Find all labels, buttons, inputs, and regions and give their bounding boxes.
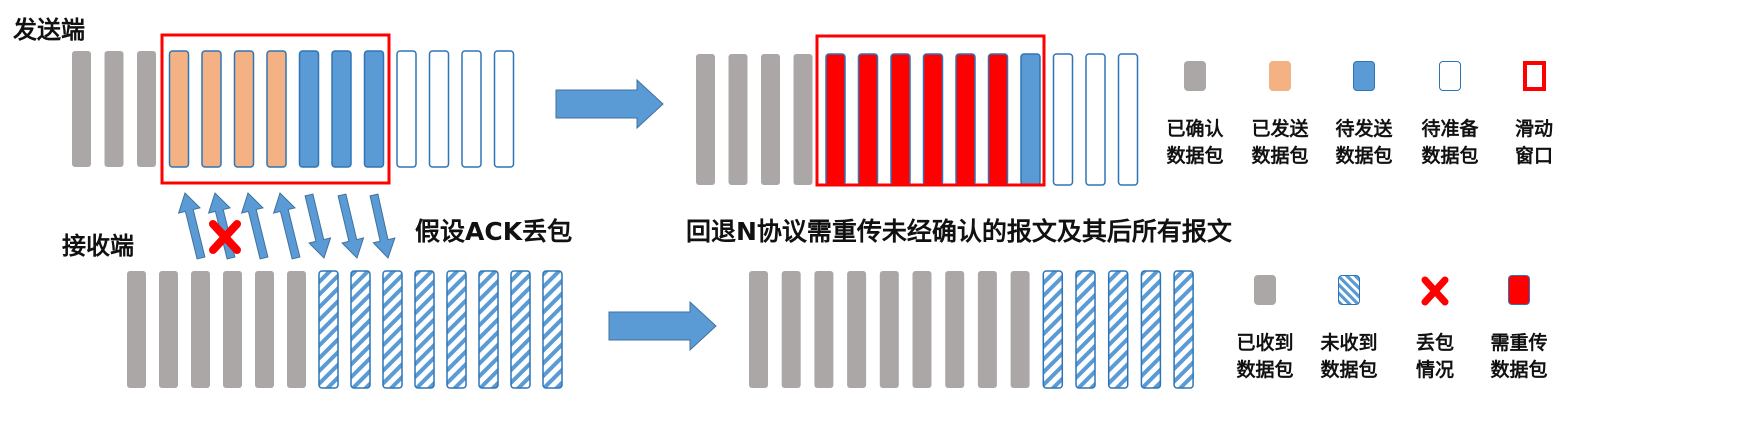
packet-confirmed (137, 51, 156, 167)
legend-lost-text: 丢包情况 (1415, 332, 1454, 381)
packet-sent (266, 50, 287, 168)
packet-confirmed (793, 54, 813, 185)
packet-not-received (510, 270, 531, 389)
packet-pending (428, 50, 450, 168)
packet-resend (890, 53, 911, 186)
packet-sent (201, 50, 222, 168)
packet-received (879, 271, 899, 388)
packet-received (255, 271, 274, 388)
packet-sent (168, 50, 190, 168)
sender-transition-arrow (555, 78, 664, 130)
packet-received (191, 271, 210, 388)
packet-not-received (1107, 270, 1129, 389)
packet-not-received (1173, 270, 1194, 389)
legend-swatch-window (1523, 61, 1546, 91)
packet-received (287, 271, 306, 388)
receiver-transition-arrow (608, 300, 717, 352)
packet-sent (233, 50, 255, 168)
legend-confirmed-text: 已确认数据包 (1166, 118, 1224, 167)
packet-received (127, 271, 146, 388)
packet-pending (461, 50, 482, 168)
legend-window-text: 滑动窗口 (1514, 118, 1553, 167)
receiver-label: 接收端 (62, 232, 134, 260)
packet-received (977, 271, 997, 388)
lost-ack-mark (209, 220, 241, 254)
legend-resend-text: 需重传数据包 (1490, 332, 1548, 381)
packet-not-received (318, 270, 339, 389)
packet-to-send (363, 50, 385, 168)
data-arrow-down-7 (369, 193, 396, 259)
legend-lost-icon (1420, 274, 1450, 308)
packet-received (159, 271, 178, 388)
packet-received (1010, 271, 1030, 388)
packet-confirmed (696, 54, 715, 185)
packet-pending (493, 50, 515, 168)
data-arrow-down-5 (304, 193, 332, 259)
legend-not-received-text: 未收到数据包 (1320, 332, 1378, 381)
packet-not-received (382, 270, 403, 389)
packet-not-received (446, 270, 467, 389)
packet-received (847, 271, 867, 388)
packet-confirmed (761, 54, 780, 185)
packet-resend (825, 53, 846, 186)
packet-not-received (542, 270, 563, 389)
legend-swatch-confirmed (1184, 61, 1206, 91)
legend-swatch-pending (1439, 61, 1461, 91)
legend-swatch-not-received (1338, 275, 1360, 305)
packet-received (814, 271, 834, 388)
packet-not-received (1042, 270, 1064, 389)
packet-resend (987, 53, 1009, 186)
packet-pending (1117, 53, 1139, 186)
packet-pending (1052, 53, 1074, 186)
legend-swatch-sent (1269, 61, 1291, 91)
legend-swatch-received (1254, 275, 1276, 305)
packet-to-send (331, 50, 352, 168)
packet-received (912, 271, 932, 388)
sliding-window-before (160, 33, 391, 185)
legend-swatch-to-send (1353, 61, 1375, 91)
ack-arrow-up-3 (240, 192, 269, 260)
legend-received-text: 已收到数据包 (1236, 332, 1294, 381)
sender-label: 发送端 (13, 16, 85, 44)
packet-pending (1085, 53, 1106, 186)
packet-not-received (1075, 270, 1096, 389)
gbn-caption: 回退N协议需重传未经确认的报文及其后所有报文 (686, 217, 1232, 246)
packet-received (223, 271, 242, 388)
packet-received (945, 271, 965, 388)
legend-to-send-text: 待发送数据包 (1335, 118, 1393, 167)
packet-not-received (478, 270, 499, 389)
ack-loss-caption: 假设ACK丢包 (415, 217, 573, 246)
packet-received (749, 271, 768, 388)
ack-arrow-up-4 (272, 192, 301, 260)
packet-not-received (414, 270, 435, 389)
packet-received (781, 271, 801, 388)
packet-to-send (1020, 53, 1041, 186)
data-arrow-down-6 (337, 193, 365, 259)
legend-swatch-resend (1508, 275, 1530, 305)
sliding-window-after (815, 34, 1046, 187)
packet-confirmed (72, 51, 91, 167)
legend-sent-text: 已发送数据包 (1251, 118, 1309, 167)
ack-arrow-up-1 (177, 192, 206, 260)
packet-resend (922, 53, 944, 186)
packet-confirmed (104, 51, 124, 167)
packet-resend (955, 53, 976, 186)
packet-resend (857, 53, 879, 186)
packet-confirmed (728, 54, 748, 185)
packet-to-send (298, 50, 320, 168)
packet-not-received (350, 270, 371, 389)
legend-pending-text: 待准备数据包 (1421, 118, 1479, 167)
packet-pending (396, 50, 417, 168)
packet-not-received (1140, 270, 1162, 389)
